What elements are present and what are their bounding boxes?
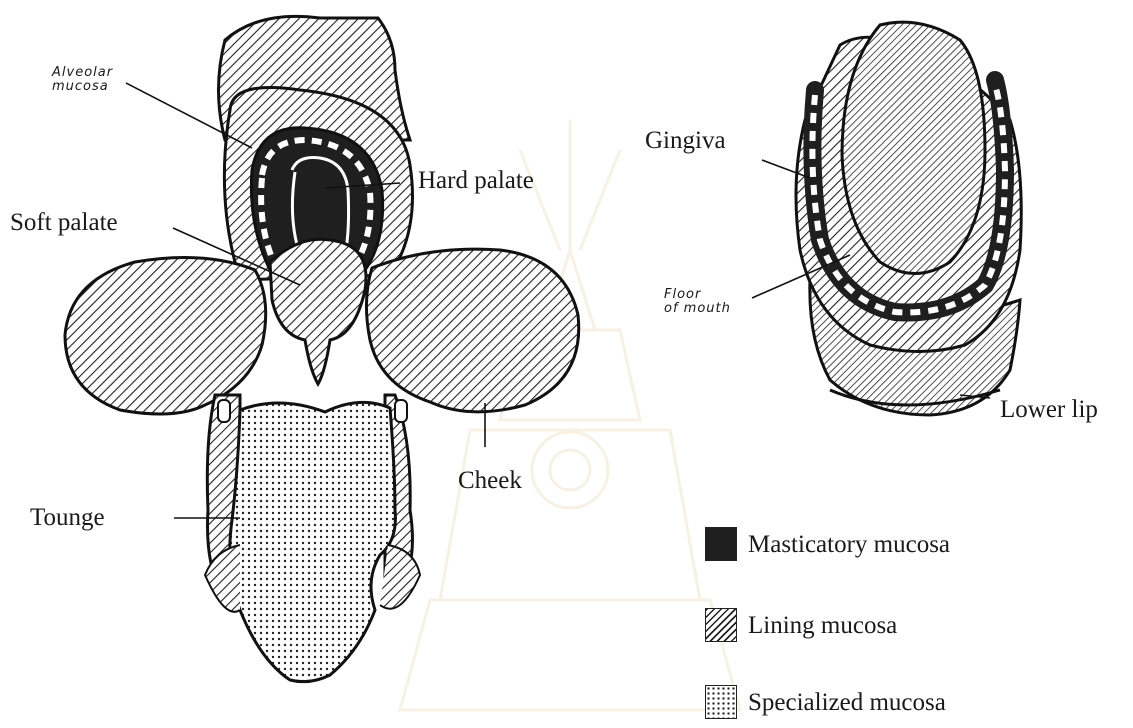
legend-label-masticatory: Masticatory mucosa <box>748 532 950 557</box>
legend-swatch-lining <box>705 608 737 642</box>
label-floor-of-mouth: Floor of mouth <box>664 288 731 315</box>
label-tounge: Tounge <box>30 505 105 530</box>
tongue-region <box>230 402 396 681</box>
label-alveolar-mucosa: Alveolar mucosa <box>52 66 113 93</box>
legend-label-lining: Lining mucosa <box>748 613 897 638</box>
label-alveolar-mucosa-line1: Alveolar <box>52 66 113 80</box>
right-cheek-lobe <box>366 249 578 412</box>
legend-label-specialized: Specialized mucosa <box>748 690 946 715</box>
soft-palate-region <box>270 239 366 384</box>
lower-jaw-right-figure <box>796 22 1021 415</box>
label-floor-line1: Floor <box>664 288 731 302</box>
label-hard-palate: Hard palate <box>418 168 534 193</box>
label-cheek: Cheek <box>458 468 522 493</box>
label-floor-line2: of mouth <box>664 302 731 316</box>
watermark-emblem <box>400 120 740 710</box>
label-alveolar-mucosa-line2: mucosa <box>52 80 113 94</box>
tongue-lower-region <box>842 22 985 273</box>
legend-swatch-masticatory <box>705 527 737 561</box>
label-gingiva: Gingiva <box>645 128 726 153</box>
left-cheek-lobe <box>65 258 266 415</box>
label-lower-lip: Lower lip <box>1000 397 1098 422</box>
label-soft-palate: Soft palate <box>10 210 118 235</box>
legend-swatch-specialized <box>705 685 737 719</box>
oral-cavity-left-figure <box>65 16 579 681</box>
